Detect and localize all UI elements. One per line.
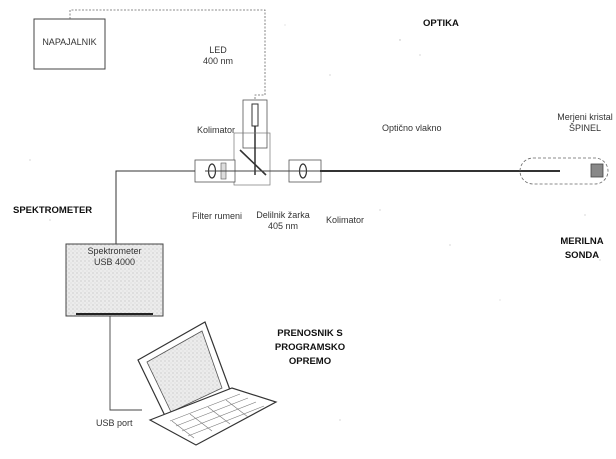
- filter-label: Filter rumeni: [192, 211, 243, 221]
- prenosnik-line1: PRENOSNIK S: [277, 328, 343, 339]
- prenosnik-line3: OPREMO: [288, 356, 332, 367]
- napajalnik-box: [33, 18, 106, 70]
- merilna-sonda-probe: [519, 157, 609, 185]
- spektrometer-box-label: Spektrometer USB 4000: [66, 246, 163, 268]
- napajalnik-label: NAPAJALNIK: [42, 37, 97, 47]
- spektrometer-box-line2: USB 4000: [93, 257, 136, 267]
- spinel-crystal: [590, 163, 604, 178]
- kolimator-bottom-label: Kolimator: [326, 215, 365, 225]
- opticno-vlakno-label: Optično vlakno: [382, 123, 442, 133]
- spektrometer-heading: SPEKTROMETER: [13, 205, 93, 216]
- merilna-sonda-line1: MERILNA: [560, 236, 604, 247]
- prenosnik-heading: PRENOSNIK S PROGRAMSKO OPREMO: [260, 327, 360, 369]
- delilnik-label-line1: Delilnik žarka: [256, 210, 310, 220]
- laptop-keyboard: [169, 393, 265, 439]
- delilnik-label-line2: 405 nm: [267, 221, 299, 231]
- kristal-label-line1: Merjeni kristal: [557, 112, 613, 122]
- delilnik-label: Delilnik žarka 405 nm: [248, 210, 318, 232]
- led-bulb: [251, 103, 259, 127]
- laptop-base: [148, 387, 278, 446]
- kristal-label-line2: ŠPINEL: [568, 123, 601, 133]
- kristal-label: Merjeni kristal ŠPINEL: [548, 112, 616, 134]
- led-label-line1: LED: [209, 45, 227, 55]
- usb-cable: [109, 316, 142, 411]
- led-label: LED 400 nm: [183, 45, 253, 67]
- led-label-line2: 400 nm: [202, 56, 234, 66]
- spektrometer-fibre: [115, 170, 195, 244]
- power-cable: [69, 9, 266, 100]
- scan-noise: [29, 24, 601, 421]
- beam-splitter-housing: [233, 132, 271, 186]
- spektrometer-box-line1: Spektrometer: [87, 246, 142, 256]
- kolimator-top-label: Kolimator: [197, 125, 236, 135]
- prenosnik-line2: PROGRAMSKO: [274, 342, 346, 353]
- merilna-sonda-line2: SONDA: [564, 250, 600, 261]
- spektrometer-box: [65, 243, 164, 317]
- laptop-screen: [146, 330, 223, 413]
- merilna-sonda-heading: MERILNA SONDA: [550, 235, 614, 263]
- usb-port-label: USB port: [96, 418, 133, 428]
- optika-heading: OPTIKA: [423, 18, 459, 29]
